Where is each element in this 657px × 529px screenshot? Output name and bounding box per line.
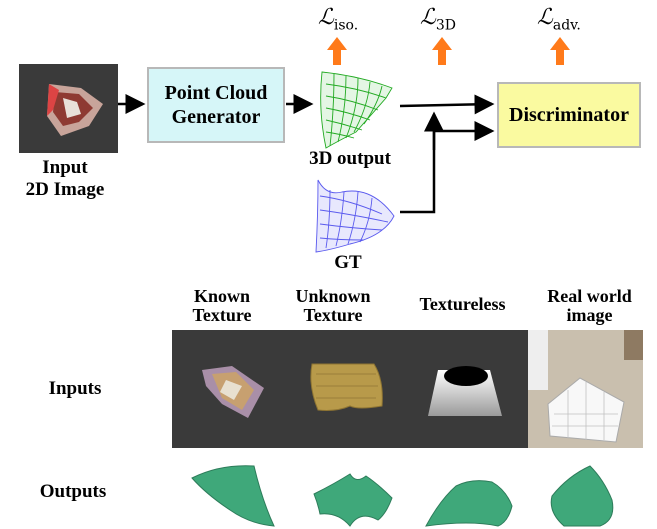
row-label-outputs: Outputs xyxy=(39,481,107,502)
output-label: 3D output xyxy=(309,148,391,169)
arrow-gt-to-discriminator xyxy=(400,121,495,214)
gt-point-cloud xyxy=(315,179,395,253)
input-cloth-icon xyxy=(47,84,103,136)
output-mesh-textureless xyxy=(425,480,513,527)
output-mesh-known xyxy=(191,465,275,527)
input-panel-unknown-texture xyxy=(288,330,406,448)
loss-iso: ℒiso. xyxy=(318,5,359,34)
textureless-cloth-icon xyxy=(428,366,502,416)
arrow-output-to-discriminator xyxy=(399,94,495,115)
loss-3d: ℒ3D xyxy=(420,5,456,34)
input-image xyxy=(19,64,118,153)
input-panel-real-world xyxy=(528,330,643,448)
input-panel-textureless xyxy=(406,330,528,448)
output-mesh-real xyxy=(550,465,614,527)
output-point-cloud xyxy=(320,71,393,149)
input-label: Input 2D Image xyxy=(25,157,105,200)
input-panel-known-texture xyxy=(172,330,288,448)
paper-photo-icon xyxy=(528,330,643,443)
gt-label: GT xyxy=(334,252,362,273)
point-cloud-generator-box: Point Cloud Generator xyxy=(147,67,285,143)
discriminator-box: Discriminator xyxy=(497,82,641,148)
output-mesh-unknown xyxy=(313,473,393,527)
loss-adv: ℒadv. xyxy=(537,5,581,34)
column-header-textureless: Textureless xyxy=(419,294,506,314)
cloth-icon xyxy=(202,366,264,418)
burlap-cloth-icon xyxy=(310,363,383,411)
row-label-inputs: Inputs xyxy=(48,378,102,399)
loss-arrows xyxy=(327,37,570,65)
